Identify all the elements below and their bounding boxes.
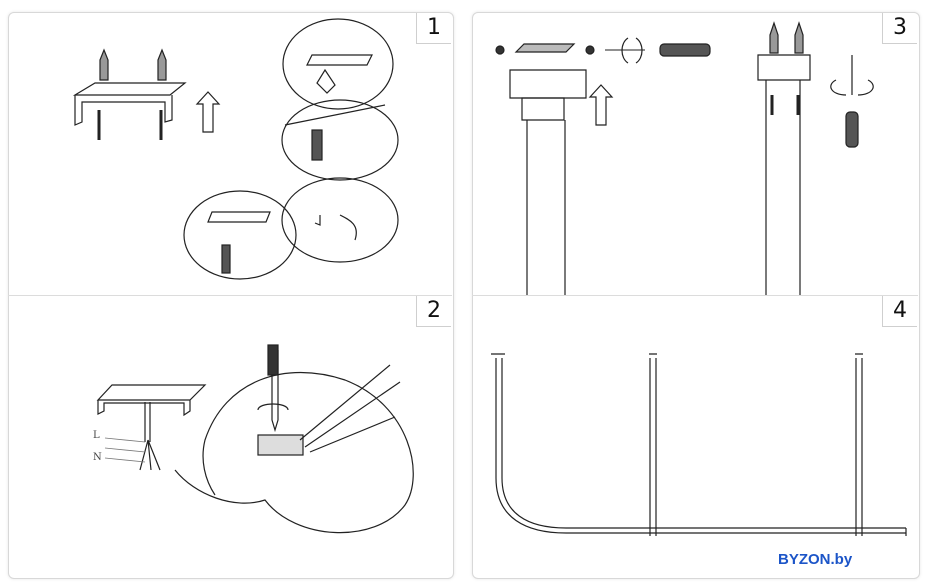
assembled-lamp-step4 bbox=[491, 353, 907, 536]
step-number-3: 3 bbox=[882, 13, 917, 44]
step-number-2: 2 bbox=[416, 296, 451, 327]
left-divider bbox=[8, 295, 452, 296]
live-wire-label: L bbox=[93, 430, 100, 441]
neutral-wire-label: N bbox=[93, 452, 102, 463]
tube-fixing-step3 bbox=[757, 21, 874, 295]
bracket-with-wires-step2 bbox=[96, 384, 207, 471]
terminal-block-callout bbox=[174, 344, 414, 534]
up-arrow-icon-2 bbox=[588, 84, 614, 126]
step-number-4: 4 bbox=[882, 296, 917, 327]
step-number-1: 1 bbox=[416, 13, 451, 44]
canopy-and-tube-step3 bbox=[495, 37, 711, 295]
up-arrow-icon bbox=[195, 91, 221, 133]
watermark: BYZON.by bbox=[778, 551, 853, 568]
mounting-bracket-step1 bbox=[72, 48, 187, 140]
right-divider bbox=[472, 295, 918, 296]
detail-circles-step1 bbox=[183, 18, 399, 280]
